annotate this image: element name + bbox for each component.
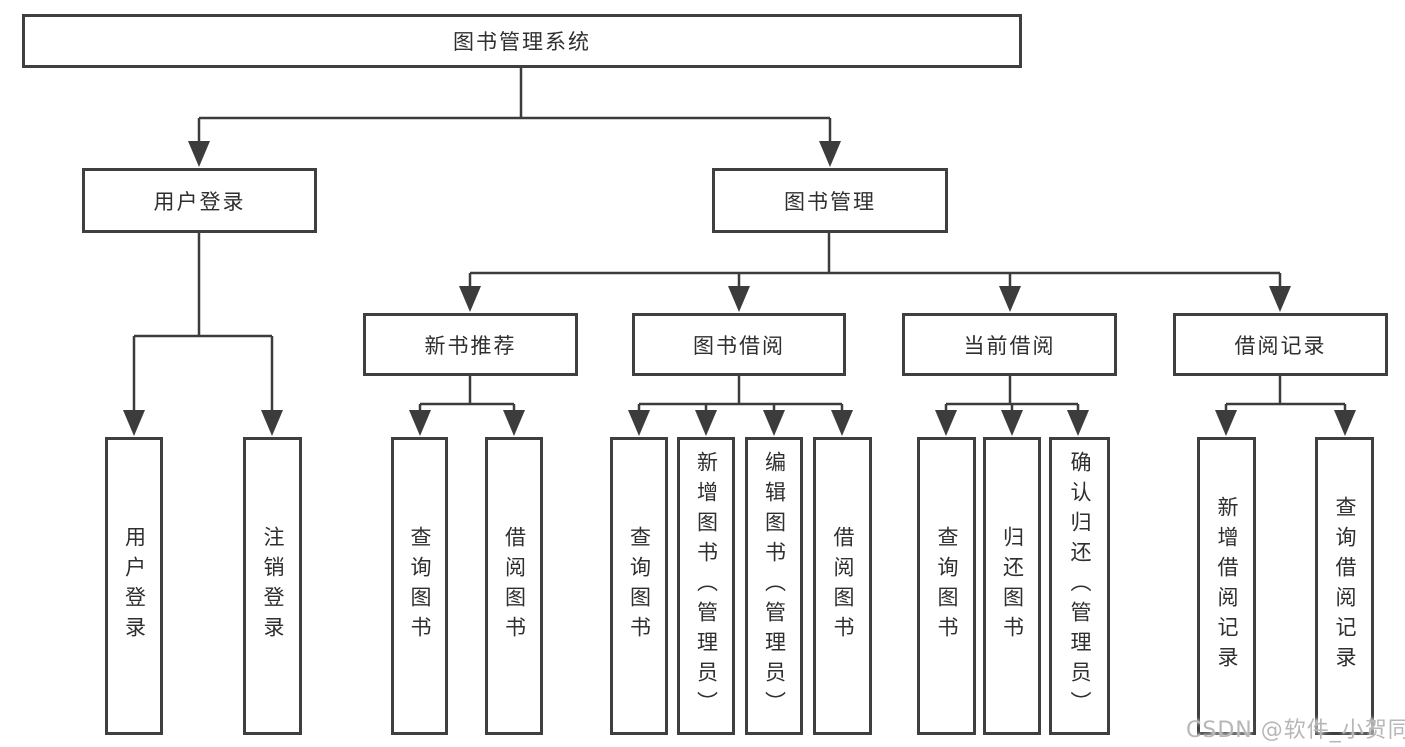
node-user-login: 用户登录 (82, 168, 317, 233)
arrow-down-icon (1001, 410, 1023, 436)
node-borrow-books: 借阅图书 (485, 437, 543, 735)
node-label: 借阅图书 (502, 526, 527, 646)
node-label: 查询借阅记录 (1333, 496, 1357, 676)
node-label: 查询图书 (627, 526, 652, 646)
arrow-down-icon (935, 410, 957, 436)
node-label: 注销登录 (261, 526, 285, 646)
node-confirm-return-admin: 确认归还（管理员） (1049, 437, 1110, 735)
arrow-down-icon (503, 410, 525, 436)
node-label: 图书管理系统 (453, 30, 591, 54)
node-new-book-recommendation: 新书推荐 (363, 313, 578, 376)
arrow-down-icon (1215, 410, 1237, 436)
node-label: 查询图书 (408, 526, 432, 646)
node-label: 借阅记录 (1234, 333, 1327, 358)
node-label: 查询图书 (935, 526, 959, 646)
node-label: 新书推荐 (424, 333, 517, 358)
arrow-down-icon (123, 410, 145, 436)
node-label: 新增图书（管理员） (694, 451, 719, 721)
node-label: 确认归还（管理员） (1068, 451, 1092, 721)
node-label: 当前借阅 (963, 333, 1056, 358)
node-label: 借阅图书 (831, 526, 855, 646)
arrow-down-icon (409, 410, 431, 436)
arrow-down-icon (1067, 410, 1089, 436)
node-query-books: 查询图书 (391, 437, 448, 735)
watermark: CSDN @软件_小贺同学 (1186, 718, 1405, 743)
arrowheads (123, 141, 1356, 436)
node-borrowing-records: 借阅记录 (1173, 313, 1388, 376)
node-book-borrowing: 图书借阅 (632, 313, 846, 376)
arrow-down-icon (459, 286, 481, 312)
arrow-down-icon (831, 410, 853, 436)
node-book-management: 图书管理 (712, 168, 948, 233)
node-return-books: 归还图书 (983, 437, 1041, 735)
node-user-login-leaf: 用户登录 (105, 437, 163, 735)
node-label: 新增借阅记录 (1215, 496, 1239, 676)
arrow-down-icon (1334, 410, 1356, 436)
arrow-down-icon (261, 410, 283, 436)
arrow-down-icon (728, 286, 750, 312)
arrow-down-icon (999, 286, 1021, 312)
node-label: 图书借阅 (693, 333, 785, 358)
arrow-down-icon (1269, 286, 1291, 312)
node-label: 用户登录 (122, 526, 147, 646)
node-logout: 注销登录 (243, 437, 302, 735)
node-edit-books-admin: 编辑图书（管理员） (745, 437, 803, 735)
node-library-management-system: 图书管理系统 (22, 14, 1022, 68)
node-query-books: 查询图书 (610, 437, 668, 735)
arrow-down-icon (695, 410, 717, 436)
node-label: 图书管理 (784, 189, 876, 214)
node-query-books: 查询图书 (917, 437, 976, 735)
node-query-borrow-record: 查询借阅记录 (1315, 437, 1374, 735)
node-add-borrow-record: 新增借阅记录 (1197, 437, 1256, 735)
node-borrow-books: 借阅图书 (813, 437, 872, 735)
arrow-down-icon (819, 141, 841, 167)
node-label: 编辑图书（管理员） (762, 451, 787, 721)
arrow-down-icon (188, 141, 210, 167)
arrow-down-icon (763, 410, 785, 436)
node-label: 归还图书 (1000, 526, 1025, 646)
arrow-down-icon (628, 410, 650, 436)
node-add-books-admin: 新增图书（管理员） (677, 437, 735, 735)
node-label: 用户登录 (153, 189, 246, 214)
node-current-borrowing: 当前借阅 (902, 313, 1117, 376)
connector-path (132, 68, 1347, 411)
